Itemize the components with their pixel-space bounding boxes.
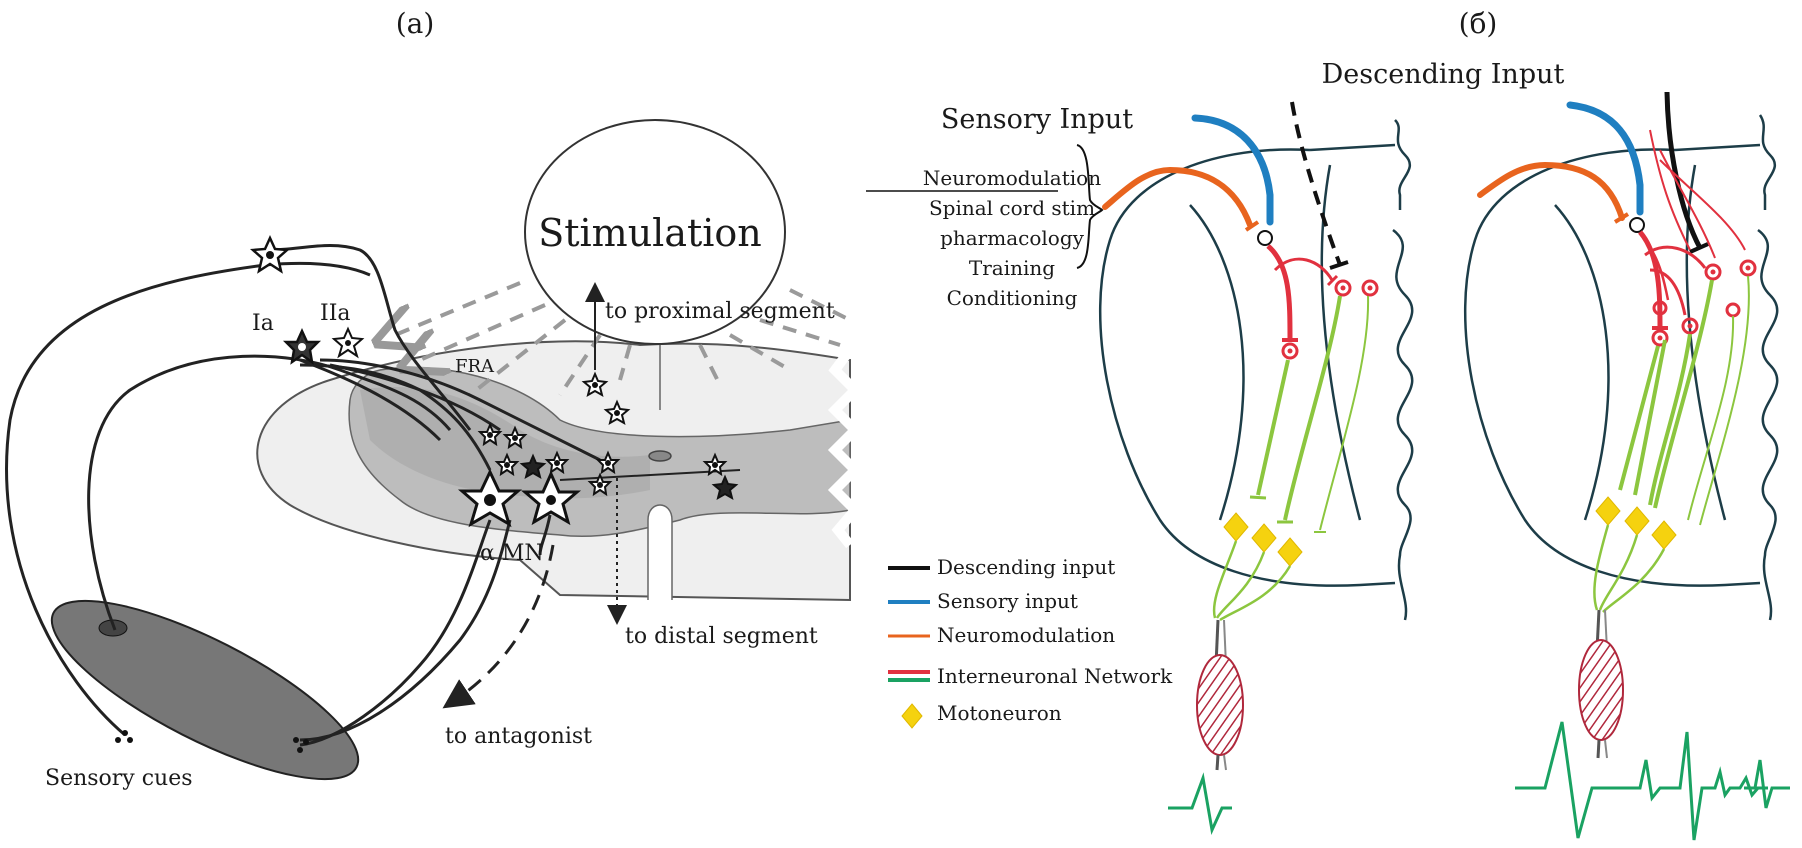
- central-canal: [648, 450, 672, 462]
- muscle: [50, 599, 360, 781]
- list-item-conditioning: Conditioning: [947, 286, 1078, 310]
- afferent-fibers: [5, 244, 601, 742]
- legend-label-neuromodulation: Neuromodulation: [937, 623, 1115, 647]
- fra-label: FRA: [455, 356, 495, 377]
- list-item-spinal-cord-stim: Spinal cord stim: [929, 196, 1095, 220]
- list-item-training: Training: [969, 256, 1055, 280]
- panel-a-label: (a): [396, 7, 435, 40]
- to-proximal-label: to proximal segment: [605, 299, 835, 324]
- panel-b-label: (б): [1459, 7, 1498, 40]
- stimulation-label: Stimulation: [538, 211, 762, 255]
- emg-trace-small: [1168, 772, 1232, 836]
- cord-right: [1463, 91, 1790, 841]
- panel-b: (б) Descending Input Sensory Input Neuro…: [866, 7, 1790, 841]
- panel-a: (a) Stimulation: [5, 7, 863, 791]
- alpha-motoneurons: [457, 468, 582, 528]
- neuromodulation-list-title: Neuromodulation: [923, 166, 1101, 190]
- muscle-terminals: [115, 730, 309, 753]
- antagonist-arrow: [442, 544, 555, 709]
- sensory-cues-label: Sensory cues: [45, 766, 193, 791]
- legend-label-sensory: Sensory input: [937, 589, 1078, 613]
- legend-label-descending: Descending input: [937, 555, 1115, 579]
- iia-label: IIa: [320, 301, 351, 326]
- descending-input-title: Descending Input: [1322, 59, 1565, 90]
- cord-left: [1098, 101, 1414, 836]
- ia-label: Ia: [252, 311, 274, 336]
- legend-swatch-motoneuron: [901, 703, 923, 729]
- to-antagonist-label: to antagonist: [445, 724, 592, 749]
- emg-trace-large: [1515, 721, 1790, 841]
- brace: [1076, 144, 1104, 269]
- list-item-pharmacology: pharmacology: [940, 226, 1085, 250]
- legend-label-interneuronal: Interneuronal Network: [937, 664, 1173, 688]
- stimulation-rays: [395, 281, 851, 397]
- motor-axon: [299, 514, 552, 747]
- legend-label-motoneuron: Motoneuron: [937, 701, 1062, 725]
- sensory-input-title: Sensory Input: [941, 104, 1133, 135]
- interneurons: [249, 234, 739, 501]
- to-distal-label: to distal segment: [625, 624, 818, 649]
- alpha-mn-label: α MN: [480, 541, 544, 566]
- legend: Descending input Sensory input Neuromodu…: [888, 555, 1173, 729]
